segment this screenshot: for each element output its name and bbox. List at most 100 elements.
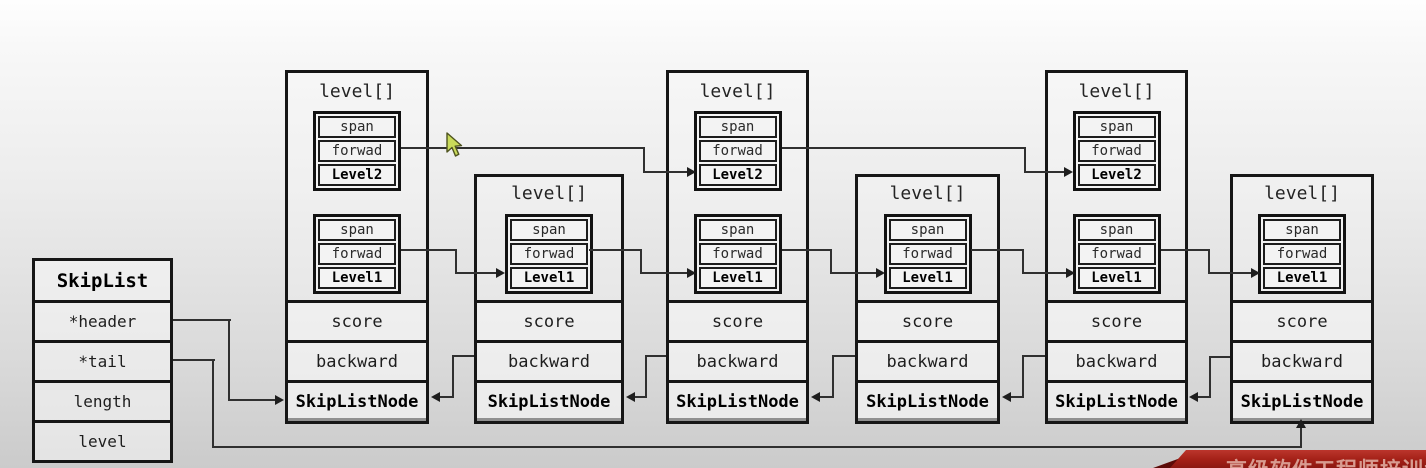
level2-cell: Level2 — [698, 164, 777, 186]
span-cell: span — [510, 219, 588, 241]
line-segment — [228, 399, 275, 401]
span-cell: span — [698, 219, 777, 241]
arrowhead-icon — [1064, 167, 1073, 177]
forward-cell: forwad — [1263, 243, 1341, 265]
level-array-title: level[] — [511, 183, 587, 204]
node-type-cell: SkipListNode — [474, 380, 624, 424]
line-segment — [1022, 272, 1066, 274]
forward-cell: forwad — [1077, 140, 1156, 162]
line-segment — [1209, 356, 1230, 358]
line-segment — [971, 249, 1024, 251]
span-cell: span — [1077, 116, 1156, 138]
backward-cell: backward — [1230, 340, 1374, 383]
level1-cell: Level1 — [698, 267, 777, 289]
level1-group: span forwad Level1 — [693, 214, 782, 294]
line-segment — [643, 171, 687, 173]
skiplistnode-1: level[] span forwad Level2 span forwad L… — [285, 70, 429, 424]
line-segment — [1024, 171, 1064, 173]
arrowhead-icon — [1066, 268, 1075, 278]
level1-group: span forwad Level1 — [1072, 214, 1161, 294]
watermark-banner: 高级软件工程师培训大厂 — [1170, 450, 1426, 468]
watermark-text: 高级软件工程师培训大厂 — [1226, 454, 1426, 468]
line-segment — [1209, 356, 1211, 398]
score-cell: score — [666, 300, 809, 343]
arrowhead-icon — [1189, 392, 1198, 402]
level1-group: span forwad Level1 — [505, 214, 593, 294]
arrowhead-icon — [1251, 268, 1260, 278]
line-segment — [830, 249, 832, 274]
arrowhead-icon — [811, 392, 820, 402]
level2-cell: Level2 — [318, 164, 396, 186]
line-segment — [832, 355, 855, 357]
level2-group: span forwad Level2 — [1072, 111, 1161, 191]
forward-cell: forwad — [510, 243, 588, 265]
span-cell: span — [318, 116, 396, 138]
line-segment — [228, 319, 230, 401]
span-cell: span — [888, 219, 967, 241]
skiplist-field-header: *header — [32, 300, 173, 343]
level1-group: span forwad Level1 — [313, 214, 401, 294]
level1-group: span forwad Level1 — [883, 214, 972, 294]
line-segment — [645, 355, 666, 357]
arrowhead-icon — [275, 395, 284, 405]
forward-cell: forwad — [698, 140, 777, 162]
line-segment — [455, 249, 457, 274]
forward-cell: forwad — [1077, 243, 1156, 265]
line-segment — [1198, 396, 1211, 398]
backward-cell: backward — [285, 340, 429, 383]
line-segment — [401, 147, 645, 149]
backward-cell: backward — [855, 340, 1000, 383]
line-segment — [782, 249, 832, 251]
line-segment — [640, 272, 687, 274]
line-segment — [452, 355, 454, 398]
forward-cell: forwad — [888, 243, 967, 265]
skiplistnode-5: level[] span forwad Level2 span forwad L… — [1045, 70, 1188, 424]
backward-cell: backward — [666, 340, 809, 383]
line-segment — [640, 249, 642, 274]
score-cell: score — [285, 300, 429, 343]
line-segment — [440, 396, 454, 398]
level-array-title: level[] — [889, 183, 966, 204]
score-cell: score — [1230, 300, 1374, 343]
line-segment — [782, 147, 1026, 149]
line-segment — [643, 147, 645, 173]
backward-cell: backward — [1045, 340, 1188, 383]
arrowhead-icon — [876, 268, 885, 278]
arrowhead-icon — [626, 392, 635, 402]
arrowhead-icon — [687, 268, 696, 278]
score-cell: score — [474, 300, 624, 343]
arrowhead-icon — [496, 268, 505, 278]
skiplistnode-6: level[] span forwad Level1 score backwar… — [1230, 174, 1374, 424]
line-segment — [645, 355, 647, 398]
line-segment — [212, 446, 1302, 448]
line-segment — [820, 396, 834, 398]
node-type-cell: SkipListNode — [1230, 380, 1374, 424]
line-segment — [1022, 355, 1045, 357]
span-cell: span — [318, 219, 396, 241]
level2-cell: Level2 — [1077, 164, 1156, 186]
line-segment — [1300, 428, 1302, 448]
level-array-title: level[] — [1264, 183, 1340, 204]
line-segment — [173, 359, 215, 361]
score-cell: score — [1045, 300, 1188, 343]
arrowhead-icon — [431, 392, 440, 402]
line-segment — [173, 319, 231, 321]
skiplistnode-3: level[] span forwad Level2 span forwad L… — [666, 70, 809, 424]
level-array-title: level[] — [319, 81, 395, 102]
line-segment — [1161, 249, 1210, 251]
line-segment — [830, 272, 876, 274]
line-segment — [1024, 147, 1026, 173]
skiplistnode-2: level[] span forwad Level1 score backwar… — [474, 174, 624, 424]
skiplistnode-4: level[] span forwad Level1 score backwar… — [855, 174, 1000, 424]
score-cell: score — [855, 300, 1000, 343]
skiplist-struct: SkipList *header *tail length level — [32, 258, 173, 463]
line-segment — [1022, 249, 1024, 274]
arrowhead-icon — [687, 167, 696, 177]
line-segment — [589, 249, 642, 251]
line-segment — [452, 355, 474, 357]
node-type-cell: SkipListNode — [1045, 380, 1188, 424]
backward-cell: backward — [474, 340, 624, 383]
span-cell: span — [1263, 219, 1341, 241]
line-segment — [1022, 355, 1024, 398]
level1-group: span forwad Level1 — [1258, 214, 1346, 294]
